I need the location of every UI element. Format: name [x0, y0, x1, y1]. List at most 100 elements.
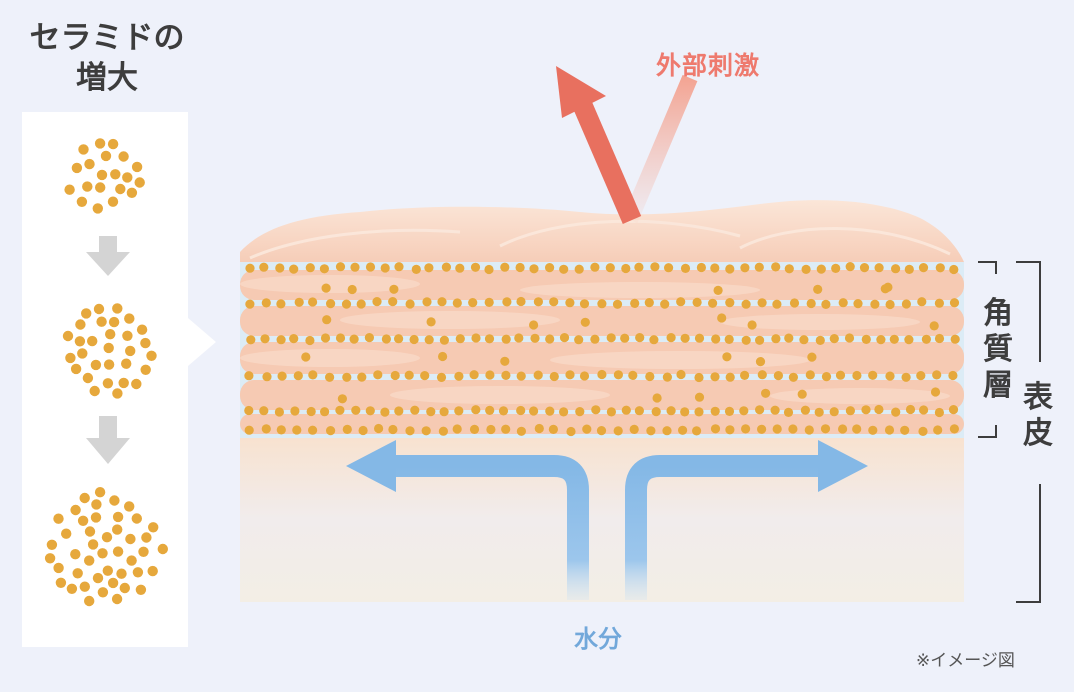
- ceramide-dot: [454, 406, 464, 416]
- ceramide-dot: [950, 334, 960, 344]
- ceramide-dot: [75, 319, 86, 330]
- ceramide-dot: [545, 334, 555, 344]
- arrow-down-icon: [86, 236, 130, 276]
- ceramide-dot: [111, 593, 123, 605]
- ceramide-dot: [409, 334, 419, 345]
- ceramide-dot: [244, 371, 254, 381]
- ceramide-dot: [761, 388, 771, 398]
- epidermis-char-2: 皮: [1023, 416, 1053, 451]
- ceramide-dot: [77, 515, 89, 526]
- ceramide-dot: [84, 595, 95, 607]
- ceramide-dot: [660, 299, 670, 309]
- ceramide-dot: [880, 284, 890, 294]
- ceramide-dot: [784, 264, 794, 274]
- ceramide-dot: [455, 334, 465, 344]
- stratum-corneum-label: 角 質 層: [980, 296, 1016, 404]
- ceramide-dot: [741, 299, 751, 309]
- ceramide-dot: [119, 582, 130, 594]
- corneocyte-highlights: [240, 275, 950, 404]
- ceramide-dot: [71, 162, 83, 174]
- ceramide-dot: [566, 426, 576, 437]
- ceramide-dot: [861, 405, 871, 415]
- ceramide-dot: [676, 297, 686, 307]
- ceramide-cluster-large: [44, 487, 168, 607]
- ceramide-dot: [394, 334, 404, 344]
- ceramide-dot: [680, 407, 690, 417]
- ceramide-dot: [948, 370, 958, 381]
- ceramide-dot: [471, 405, 481, 415]
- ceramide-dot: [813, 284, 823, 294]
- ceramide-dot: [484, 264, 494, 275]
- ceramide-dot: [502, 297, 512, 307]
- ceramide-dot: [545, 406, 555, 416]
- ceramide-dot: [645, 371, 655, 382]
- ceramide-dot: [590, 262, 600, 272]
- ceramide-dot: [694, 333, 705, 343]
- ceramide-dot: [140, 364, 151, 375]
- ceramide-dot: [498, 406, 509, 416]
- ceramide-dot: [747, 320, 757, 330]
- ceramide-dot: [135, 584, 147, 595]
- ceramide-dot: [820, 424, 831, 434]
- ceramide-dot: [859, 263, 870, 273]
- ceramide-dot: [797, 389, 807, 399]
- ceramide-dot: [516, 296, 526, 307]
- ceramide-dot: [124, 313, 135, 324]
- ceramide-dot: [293, 371, 303, 381]
- ceramide-dot: [84, 158, 95, 170]
- ceramide-dot: [118, 377, 129, 389]
- diagram-title: セラミドの 増大: [22, 18, 192, 98]
- ceramide-dot: [77, 348, 88, 359]
- ceramide-dot: [410, 405, 420, 415]
- ceramide-dot: [342, 424, 352, 434]
- ceramide-dot: [454, 371, 464, 381]
- ceramide-dot: [821, 299, 831, 309]
- ceramide-dot: [115, 183, 126, 195]
- ceramide-dot: [319, 264, 329, 274]
- ceramide-dot: [294, 297, 304, 307]
- ceramide-dot: [351, 405, 361, 415]
- ceramide-dot: [131, 378, 142, 390]
- ceramide-dot: [621, 263, 631, 274]
- ceramide-dot: [574, 335, 584, 345]
- ceramide-dot: [652, 393, 662, 403]
- ceramide-dot: [72, 568, 83, 579]
- ceramide-dot: [289, 334, 299, 344]
- ceramide-dot: [739, 406, 749, 416]
- ceramide-dot: [533, 370, 543, 380]
- ceramide-dot: [118, 151, 129, 162]
- ceramide-dot: [125, 533, 136, 545]
- ceramide-dot: [597, 369, 607, 380]
- ceramide-dot: [138, 546, 149, 557]
- title-line-1: セラミドの: [29, 20, 185, 56]
- ceramide-dot: [754, 262, 764, 272]
- ceramide-dot: [891, 264, 901, 274]
- ceramide-dot: [486, 424, 496, 435]
- ceramide-dot: [124, 501, 135, 512]
- ceramide-dot: [94, 487, 106, 498]
- ceramide-dot: [680, 333, 690, 343]
- ceramide-dot: [335, 333, 346, 343]
- ceramide-dot: [533, 297, 544, 307]
- ceramide-dot: [680, 263, 691, 273]
- ceramide-dot: [741, 335, 751, 345]
- ceramide-dot: [468, 298, 478, 308]
- water-arrowhead-right: [818, 440, 868, 492]
- ceramide-dot: [530, 333, 540, 343]
- ceramide-dot: [740, 370, 750, 380]
- ceramide-dot: [916, 371, 926, 381]
- ceramide-dot: [885, 299, 895, 310]
- ceramide-dot: [394, 262, 404, 272]
- ceramide-dot: [949, 424, 960, 434]
- ceramide-dot: [337, 394, 347, 404]
- ceramide-dot: [105, 329, 116, 340]
- ceramide-dot: [549, 371, 559, 382]
- ceramide-dot: [772, 299, 782, 309]
- ceramide-dot: [79, 581, 91, 592]
- ceramide-dot: [549, 297, 559, 307]
- ceramide-dot: [426, 317, 436, 327]
- ceramide-dot: [90, 512, 102, 523]
- ceramide-dot: [696, 262, 707, 273]
- ceramide-dot: [436, 372, 447, 382]
